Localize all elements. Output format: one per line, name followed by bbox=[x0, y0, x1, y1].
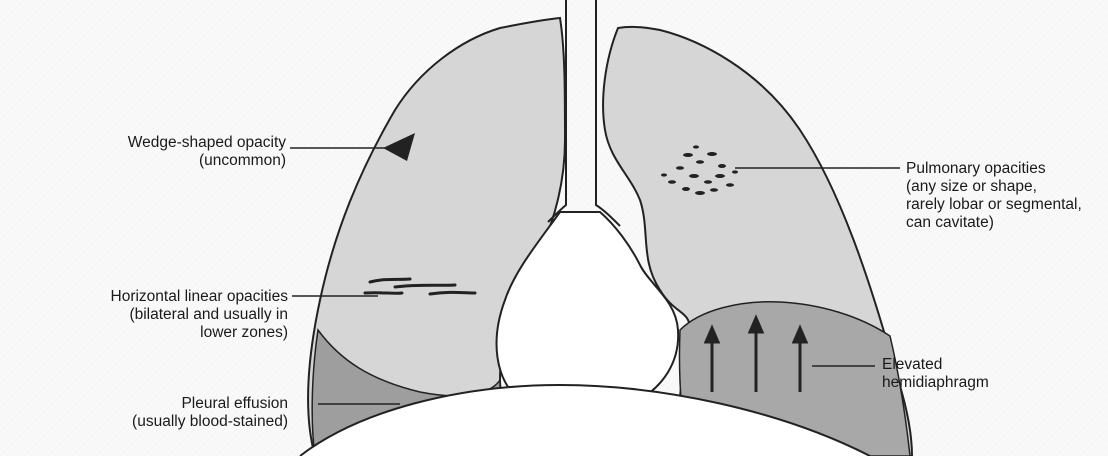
label-pleural-effusion: Pleural effusion (usually blood-stained) bbox=[132, 395, 288, 431]
label-horizontal-linear-opacities: Horizontal linear opacities (bilateral a… bbox=[111, 288, 288, 342]
label-horizontal-line3: lower zones) bbox=[111, 324, 288, 342]
label-pulmonary-line3: rarely lobar or segmental, bbox=[906, 196, 1082, 214]
label-pulmonary-line1: Pulmonary opacities bbox=[906, 160, 1082, 178]
label-elevated-hemidiaphragm: Elevated hemidiaphragm bbox=[882, 356, 989, 392]
label-pulmonary-line4: can cavitate) bbox=[906, 214, 1082, 232]
label-wedge-line1: Wedge-shaped opacity bbox=[128, 134, 286, 152]
label-pleural-line2: (usually blood-stained) bbox=[132, 413, 288, 431]
label-horizontal-line2: (bilateral and usually in bbox=[111, 306, 288, 324]
label-diaphragm-line2: hemidiaphragm bbox=[882, 374, 989, 392]
label-pleural-line1: Pleural effusion bbox=[132, 395, 288, 413]
label-wedge-shaped-opacity: Wedge-shaped opacity (uncommon) bbox=[128, 134, 286, 170]
label-wedge-line2: (uncommon) bbox=[128, 152, 286, 170]
label-horizontal-line1: Horizontal linear opacities bbox=[111, 288, 288, 306]
label-pulmonary-line2: (any size or shape, bbox=[906, 178, 1082, 196]
label-pulmonary-opacities: Pulmonary opacities (any size or shape, … bbox=[906, 160, 1082, 232]
label-diaphragm-line1: Elevated bbox=[882, 356, 989, 374]
